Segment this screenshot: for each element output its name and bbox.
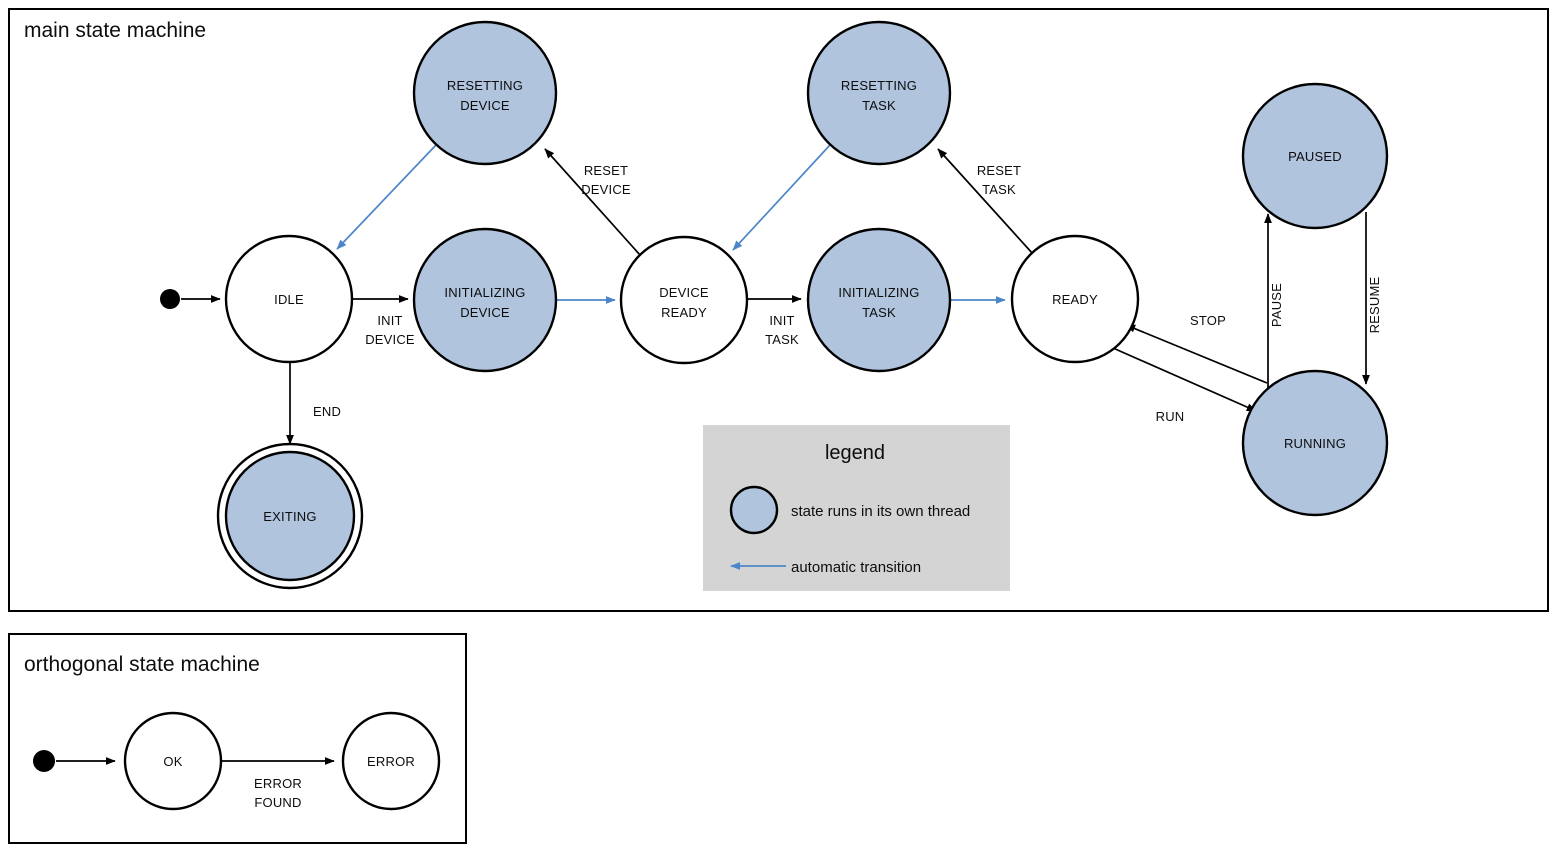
state-resetting-task-label-1: RESETTING — [841, 78, 917, 93]
edge-label-run: RUN — [1156, 409, 1185, 424]
legend-automatic-label: automatic transition — [791, 559, 921, 576]
edge-ready-to-running — [1112, 347, 1257, 412]
edge-label-end: END — [313, 404, 341, 419]
edge-label-init-task-1: INIT — [769, 313, 794, 328]
state-initializing-device[interactable]: INITIALIZING DEVICE — [412, 227, 558, 373]
state-initializing-task-label-1: INITIALIZING — [838, 285, 919, 300]
edge-label-resume: RESUME — [1367, 276, 1382, 333]
state-running[interactable]: RUNNING — [1241, 369, 1389, 517]
state-resetting-task-label-2: TASK — [862, 98, 896, 113]
state-idle-label: IDLE — [274, 292, 304, 307]
state-resetting-device[interactable]: RESETTING DEVICE — [412, 20, 558, 166]
state-error-label: ERROR — [367, 754, 415, 769]
state-initializing-device-label-2: DEVICE — [460, 305, 510, 320]
state-resetting-device-label-2: DEVICE — [460, 98, 510, 113]
edge-label-init-device-1: INIT — [377, 313, 402, 328]
state-idle[interactable]: IDLE — [224, 234, 354, 364]
state-ok-label: OK — [163, 754, 182, 769]
edge-label-stop: STOP — [1190, 313, 1226, 328]
main-frame — [8, 8, 1549, 612]
state-paused-label: PAUSED — [1288, 149, 1342, 164]
edge-resetting-device-to-idle — [336, 144, 437, 250]
edge-label-init-task-2: TASK — [765, 332, 799, 347]
orthogonal-frame-title: orthogonal state machine — [24, 653, 260, 676]
edge-label-reset-task-2: TASK — [982, 182, 1016, 197]
edge-label-error-found-2: FOUND — [254, 795, 301, 810]
orthogonal-frame — [8, 633, 467, 844]
state-ready[interactable]: READY — [1010, 234, 1140, 364]
state-paused[interactable]: PAUSED — [1241, 82, 1389, 230]
legend-title: legend — [825, 442, 885, 464]
state-exiting-label: EXITING — [263, 509, 316, 524]
state-initializing-task-label-2: TASK — [862, 305, 896, 320]
edge-label-reset-device-1: RESET — [584, 163, 628, 178]
state-exiting[interactable]: EXITING — [216, 442, 364, 590]
state-resetting-device-label-1: RESETTING — [447, 78, 523, 93]
state-error[interactable]: ERROR — [341, 711, 441, 811]
main-frame-title: main state machine — [24, 19, 206, 42]
state-ready-label: READY — [1052, 292, 1098, 307]
state-device-ready[interactable]: DEVICE READY — [619, 235, 749, 365]
legend: legend state runs in its own thread auto… — [703, 425, 1010, 591]
edge-device-ready-to-resetting-device — [544, 148, 641, 256]
edge-label-pause: PAUSE — [1269, 283, 1284, 327]
state-initializing-device-label-1: INITIALIZING — [444, 285, 525, 300]
legend-thread-label: state runs in its own thread — [791, 503, 970, 520]
edge-ready-to-resetting-task — [937, 148, 1034, 255]
ortho-initial-pseudostate[interactable] — [33, 750, 55, 772]
edge-label-reset-device-2: DEVICE — [581, 182, 631, 197]
edge-label-init-device-2: DEVICE — [365, 332, 415, 347]
state-device-ready-label-2: READY — [661, 305, 707, 320]
state-resetting-task[interactable]: RESETTING TASK — [806, 20, 952, 166]
state-ok[interactable]: OK — [123, 711, 223, 811]
state-initializing-task[interactable]: INITIALIZING TASK — [806, 227, 952, 373]
edge-resetting-task-to-device-ready — [732, 144, 831, 251]
edge-label-error-found-1: ERROR — [254, 776, 302, 791]
state-device-ready-label-1: DEVICE — [659, 285, 709, 300]
state-running-label: RUNNING — [1284, 436, 1346, 451]
initial-pseudostate[interactable] — [160, 289, 180, 309]
legend-thread-swatch-icon — [729, 485, 779, 535]
edge-label-reset-task-1: RESET — [977, 163, 1021, 178]
edge-running-to-ready — [1125, 324, 1268, 384]
